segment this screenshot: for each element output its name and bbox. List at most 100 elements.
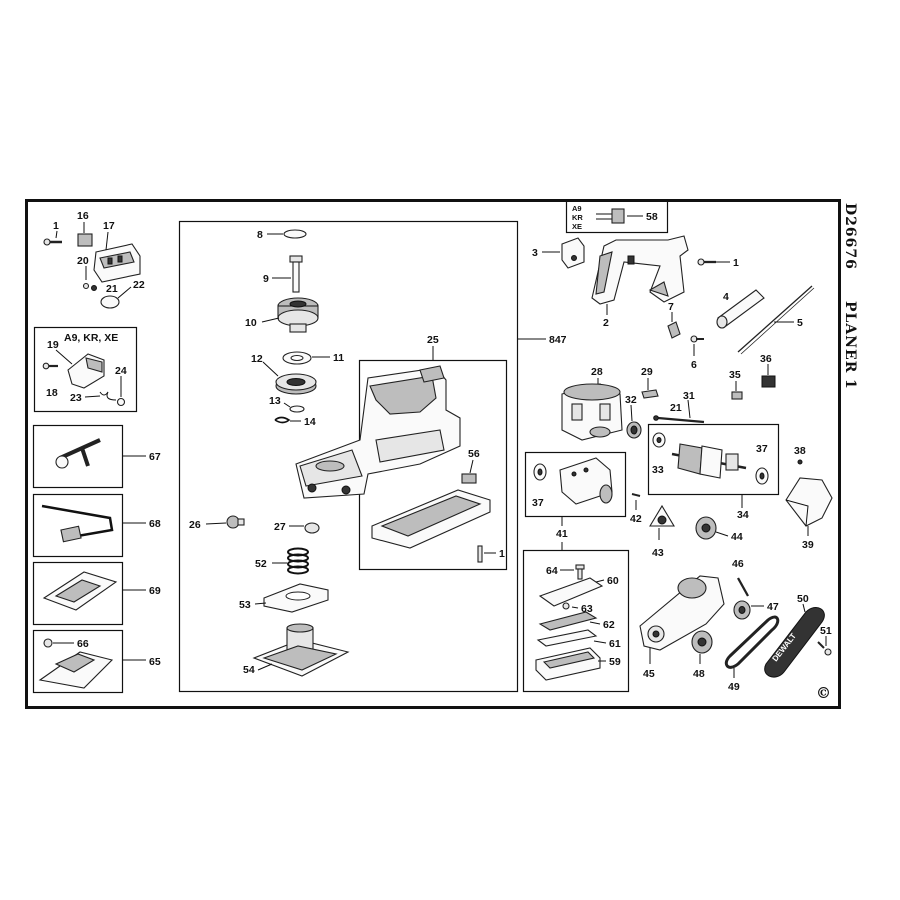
callout-27: 27 xyxy=(274,521,286,533)
sheet-number: 1 xyxy=(842,379,858,390)
part-component-58 xyxy=(596,208,625,224)
part-washer-22 xyxy=(100,295,120,309)
callout-51: 51 xyxy=(820,625,832,637)
part-screw-38 xyxy=(797,459,803,465)
variant-group-label: A9, KR, XE xyxy=(64,332,118,344)
part-screw-21 xyxy=(91,285,97,291)
part-screw-1b xyxy=(477,545,483,563)
callout-37a: 37 xyxy=(532,497,544,509)
callout-52: 52 xyxy=(255,558,267,570)
part-bearing-32 xyxy=(626,421,642,439)
callout-44: 44 xyxy=(731,531,743,543)
callout-21b: 21 xyxy=(670,402,682,414)
callout-35: 35 xyxy=(729,369,741,381)
part-armature xyxy=(671,443,747,479)
part-base-54 xyxy=(252,623,350,677)
part-sleeve-4 xyxy=(716,289,765,329)
callout-39: 39 xyxy=(802,539,814,551)
part-shoe-plate xyxy=(371,489,491,549)
callout-7: 7 xyxy=(668,301,674,313)
kit-box-65 xyxy=(32,629,124,694)
part-switch-3 xyxy=(561,237,585,269)
callout-16: 16 xyxy=(77,210,89,222)
callout-41: 41 xyxy=(556,528,568,540)
part-screw-66 xyxy=(43,638,53,648)
callout-64: 64 xyxy=(546,565,558,577)
callout-46: 46 xyxy=(732,558,744,570)
callout-34: 34 xyxy=(737,509,749,521)
callout-56: 56 xyxy=(468,448,480,460)
variant-code-xe: XE xyxy=(572,222,582,231)
callout-1c: 1 xyxy=(733,257,739,269)
callout-31: 31 xyxy=(683,390,695,402)
part-brush-35 xyxy=(731,391,743,400)
part-cutterhead xyxy=(559,457,613,505)
callout-62: 62 xyxy=(603,619,615,631)
part-plate-69 xyxy=(42,571,118,611)
variant-box-58 xyxy=(565,199,669,234)
part-bolt-9 xyxy=(289,255,303,293)
part-spring-23 xyxy=(99,391,117,401)
part-plate-53 xyxy=(263,583,329,613)
callout-33: 33 xyxy=(652,464,664,476)
part-fan-guard-39 xyxy=(785,477,833,527)
callout-68: 68 xyxy=(149,518,161,530)
part-bracket-43 xyxy=(649,504,675,527)
callout-63: 63 xyxy=(581,603,593,615)
callout-10: 10 xyxy=(245,317,257,329)
copyright-mark: © xyxy=(816,684,832,702)
part-key-42 xyxy=(631,493,641,497)
callout-48: 48 xyxy=(693,668,705,680)
part-oring-8 xyxy=(283,229,307,239)
part-clamp-60 xyxy=(538,577,604,607)
variant-code-kr: KR xyxy=(572,213,583,222)
callout-13: 13 xyxy=(269,395,281,407)
callout-53: 53 xyxy=(239,599,251,611)
part-knob-26 xyxy=(226,515,245,529)
part-drive-housing-45 xyxy=(639,575,725,651)
part-screw-6 xyxy=(690,335,704,343)
part-hook-19 xyxy=(67,353,105,389)
callout-58: 58 xyxy=(646,211,658,223)
part-depth-knob-10 xyxy=(277,297,319,333)
part-washer-37a xyxy=(533,463,547,481)
part-label-16 xyxy=(77,233,93,247)
callout-18: 18 xyxy=(46,387,58,399)
part-clip-29 xyxy=(641,389,659,399)
part-wrench-67 xyxy=(55,438,101,469)
part-blade-61 xyxy=(536,629,598,647)
part-screw-64 xyxy=(575,564,585,580)
callout-12: 12 xyxy=(251,353,263,365)
part-washer-37b xyxy=(755,467,769,485)
callout-49: 49 xyxy=(728,681,740,693)
callout-28: 28 xyxy=(591,366,603,378)
part-blade-assembly-65 xyxy=(38,651,114,689)
callout-4: 4 xyxy=(723,291,729,303)
callout-65: 65 xyxy=(149,656,161,668)
part-washer-13 xyxy=(289,405,305,413)
part-pin-63 xyxy=(562,602,570,610)
part-belt-49 xyxy=(724,615,780,669)
part-nut-27 xyxy=(304,522,320,534)
part-screw-1c xyxy=(697,258,716,266)
variant-box xyxy=(33,326,138,413)
callout-17: 17 xyxy=(103,220,115,232)
callout-5: 5 xyxy=(797,317,803,329)
callout-50: 50 xyxy=(797,593,809,605)
part-pulley-47 xyxy=(733,600,751,620)
model-number: D26676 xyxy=(842,203,858,270)
blade-kit-box xyxy=(522,549,630,693)
callout-37b: 37 xyxy=(756,443,768,455)
part-pulley-48 xyxy=(691,630,713,654)
part-spring-52 xyxy=(287,547,309,575)
part-stator-28 xyxy=(561,383,623,441)
part-screw-21b xyxy=(653,415,659,421)
part-bearing-44 xyxy=(695,516,717,540)
callout-23: 23 xyxy=(70,392,82,404)
part-planer-housing xyxy=(295,365,461,499)
callout-42: 42 xyxy=(630,513,642,525)
side-title: D26676 PLANER 1 xyxy=(842,203,858,390)
part-handle-2 xyxy=(591,235,689,305)
callout-22: 22 xyxy=(133,279,145,291)
